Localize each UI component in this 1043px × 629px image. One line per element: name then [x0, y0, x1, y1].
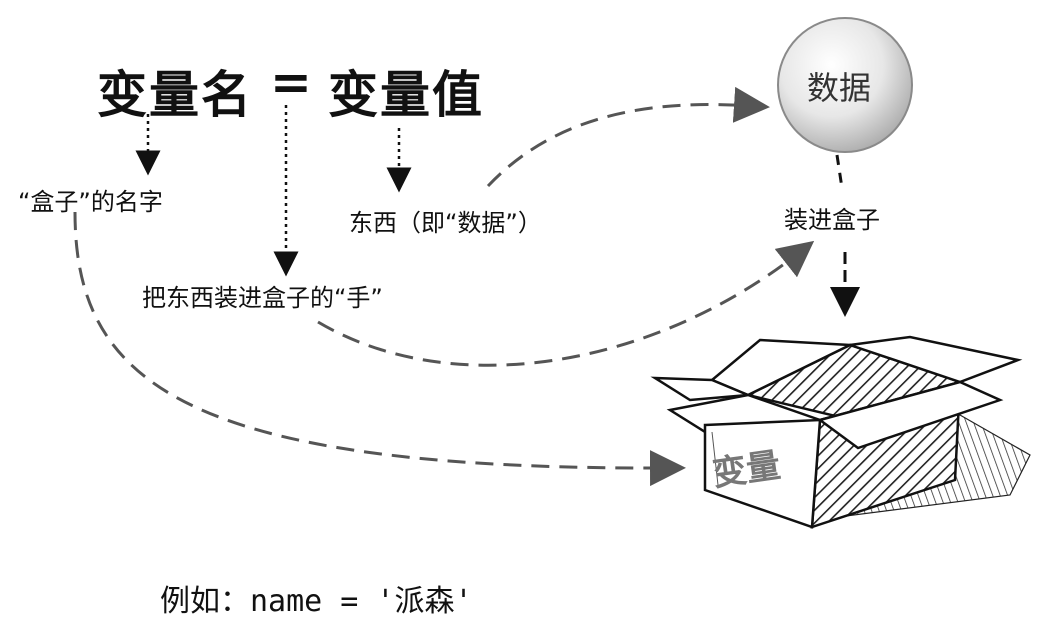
formula-variable-name: 变量名	[97, 66, 253, 124]
label-into-box: 装进盒子	[784, 206, 880, 234]
data-sphere-label: 数据	[807, 69, 872, 107]
data-sphere	[777, 17, 913, 153]
label-box-name: “盒子”的名字	[18, 188, 163, 216]
box-label: 变量	[710, 445, 783, 495]
example-line: 例如：name = '派森'	[160, 576, 473, 620]
dash-circle-to-label	[835, 154, 844, 189]
label-things: 东西（即“数据”）	[349, 209, 542, 237]
box-illustration	[650, 335, 1031, 529]
formula-equals: =	[270, 53, 314, 111]
formula-variable-value: 变量值	[328, 66, 484, 124]
dashed-arrow-to-data	[486, 86, 770, 188]
dashed-arrow-name-to-box	[73, 211, 686, 487]
dashed-arrow-hand-to-box	[317, 240, 815, 367]
example-prefix: 例如：	[160, 584, 250, 619]
label-hand: 把东西装进盒子的“手”	[142, 284, 383, 312]
example-code: name = '派森'	[250, 584, 473, 619]
